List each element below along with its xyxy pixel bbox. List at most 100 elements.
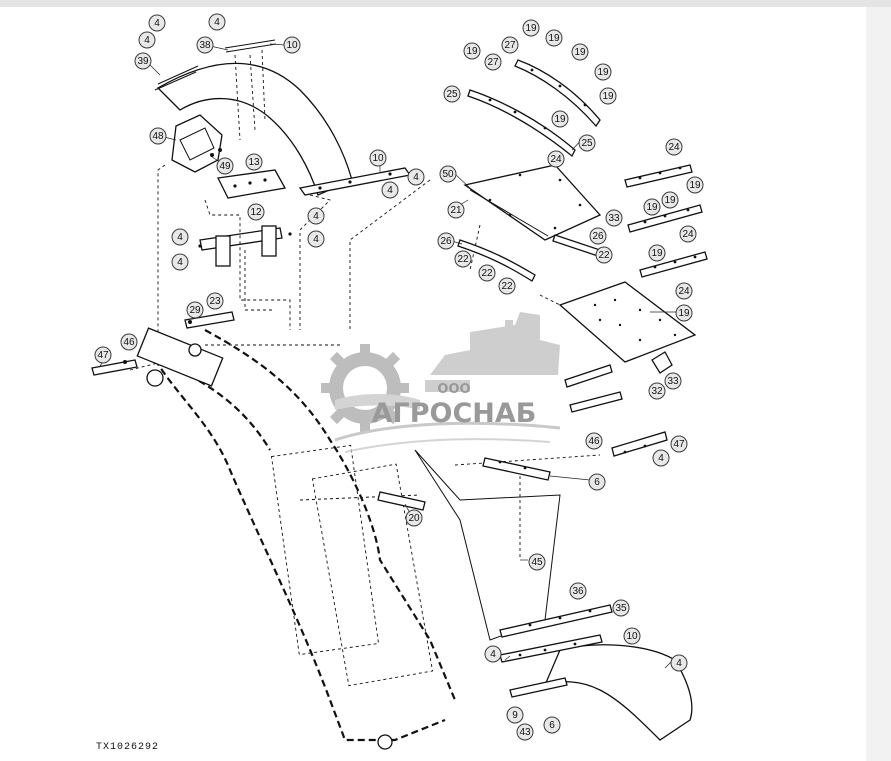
callout-46: 46 xyxy=(585,432,603,450)
watermark-company-form: ООО xyxy=(437,382,470,397)
callout-19: 19 xyxy=(675,304,693,322)
svg-text:10: 10 xyxy=(626,631,638,642)
svg-text:32: 32 xyxy=(651,386,663,397)
callout-19: 19 xyxy=(599,87,617,105)
callout-27: 27 xyxy=(484,53,502,71)
callout-48: 48 xyxy=(149,127,167,145)
svg-text:33: 33 xyxy=(608,213,620,224)
callout-4: 4 xyxy=(670,654,688,672)
svg-text:49: 49 xyxy=(219,161,231,172)
callout-49: 49 xyxy=(216,157,234,175)
mesh-plate-32 xyxy=(558,281,697,363)
svg-text:22: 22 xyxy=(501,281,513,292)
svg-text:19: 19 xyxy=(574,47,586,58)
svg-text:46: 46 xyxy=(588,436,600,447)
svg-text:10: 10 xyxy=(286,40,298,51)
svg-text:19: 19 xyxy=(664,195,676,206)
callout-4: 4 xyxy=(208,13,226,31)
callout-33: 33 xyxy=(664,372,682,390)
callout-25: 25 xyxy=(578,134,596,152)
callout-19: 19 xyxy=(594,63,612,81)
chute-panel-35 xyxy=(414,449,613,641)
callout-50: 50 xyxy=(439,165,457,183)
svg-text:9: 9 xyxy=(512,710,518,721)
callout-29: 29 xyxy=(186,301,204,319)
svg-text:21: 21 xyxy=(450,205,462,216)
svg-text:19: 19 xyxy=(689,180,701,191)
callout-19: 19 xyxy=(571,43,589,61)
svg-text:46: 46 xyxy=(123,337,135,348)
svg-text:19: 19 xyxy=(646,202,658,213)
bracket-20 xyxy=(611,431,668,457)
svg-text:4: 4 xyxy=(490,649,496,660)
callout-43: 43 xyxy=(516,723,534,741)
callout-4: 4 xyxy=(171,253,189,271)
callout-4: 4 xyxy=(171,228,189,246)
callout-21: 21 xyxy=(447,201,465,219)
svg-text:4: 4 xyxy=(154,18,160,29)
svg-text:13: 13 xyxy=(248,157,260,168)
callout-22: 22 xyxy=(498,277,516,295)
callout-22: 22 xyxy=(595,246,613,264)
svg-text:22: 22 xyxy=(481,268,493,279)
svg-text:27: 27 xyxy=(487,57,499,68)
callout-10: 10 xyxy=(369,149,387,167)
svg-text:4: 4 xyxy=(658,453,664,464)
callout-12: 12 xyxy=(247,203,265,221)
callout-9: 9 xyxy=(506,706,524,724)
svg-text:22: 22 xyxy=(457,254,469,265)
callout-4: 4 xyxy=(307,207,325,225)
svg-text:6: 6 xyxy=(594,477,600,488)
callout-35: 35 xyxy=(612,599,630,617)
cover-plate-50 xyxy=(463,164,602,241)
svg-text:19: 19 xyxy=(525,23,537,34)
svg-text:38: 38 xyxy=(199,40,211,51)
callout-27: 27 xyxy=(501,36,519,54)
callout-4: 4 xyxy=(148,14,166,32)
callout-19: 19 xyxy=(661,191,679,209)
elevator-boom xyxy=(136,327,457,750)
callout-47: 47 xyxy=(94,346,112,364)
svg-text:4: 4 xyxy=(177,257,183,268)
svg-text:29: 29 xyxy=(189,305,201,316)
svg-text:33: 33 xyxy=(667,376,679,387)
callout-38: 38 xyxy=(196,36,214,54)
svg-text:39: 39 xyxy=(137,56,149,67)
curved-shield-38 xyxy=(154,39,353,196)
svg-text:12: 12 xyxy=(250,207,262,218)
svg-text:20: 20 xyxy=(408,513,420,524)
callout-19: 19 xyxy=(643,198,661,216)
svg-text:6: 6 xyxy=(549,720,555,731)
callout-25: 25 xyxy=(443,85,461,103)
callout-13: 13 xyxy=(245,153,263,171)
svg-text:47: 47 xyxy=(673,439,685,450)
svg-text:10: 10 xyxy=(372,153,384,164)
drawing-id: TX1026292 xyxy=(96,742,160,753)
fender-43 xyxy=(499,634,693,741)
svg-text:4: 4 xyxy=(214,17,220,28)
callout-19: 19 xyxy=(522,19,540,37)
svg-text:4: 4 xyxy=(177,232,183,243)
svg-text:25: 25 xyxy=(581,138,593,149)
callout-26: 26 xyxy=(437,232,455,250)
callout-6: 6 xyxy=(543,716,561,734)
callout-19: 19 xyxy=(686,176,704,194)
svg-text:48: 48 xyxy=(152,131,164,142)
callout-24: 24 xyxy=(547,150,565,168)
svg-text:19: 19 xyxy=(548,33,560,44)
svg-text:50: 50 xyxy=(442,169,454,180)
callout-45: 45 xyxy=(528,553,546,571)
callout-33: 33 xyxy=(605,209,623,227)
callout-32: 32 xyxy=(648,382,666,400)
scroll-gutter[interactable] xyxy=(866,7,891,761)
svg-text:26: 26 xyxy=(440,236,452,247)
svg-text:4: 4 xyxy=(144,35,150,46)
svg-text:24: 24 xyxy=(678,286,690,297)
callout-10: 10 xyxy=(283,36,301,54)
support-bracket-48 xyxy=(171,114,223,173)
callout-4: 4 xyxy=(307,230,325,248)
svg-text:22: 22 xyxy=(598,250,610,261)
callout-46: 46 xyxy=(120,333,138,351)
callout-19: 19 xyxy=(551,110,569,128)
